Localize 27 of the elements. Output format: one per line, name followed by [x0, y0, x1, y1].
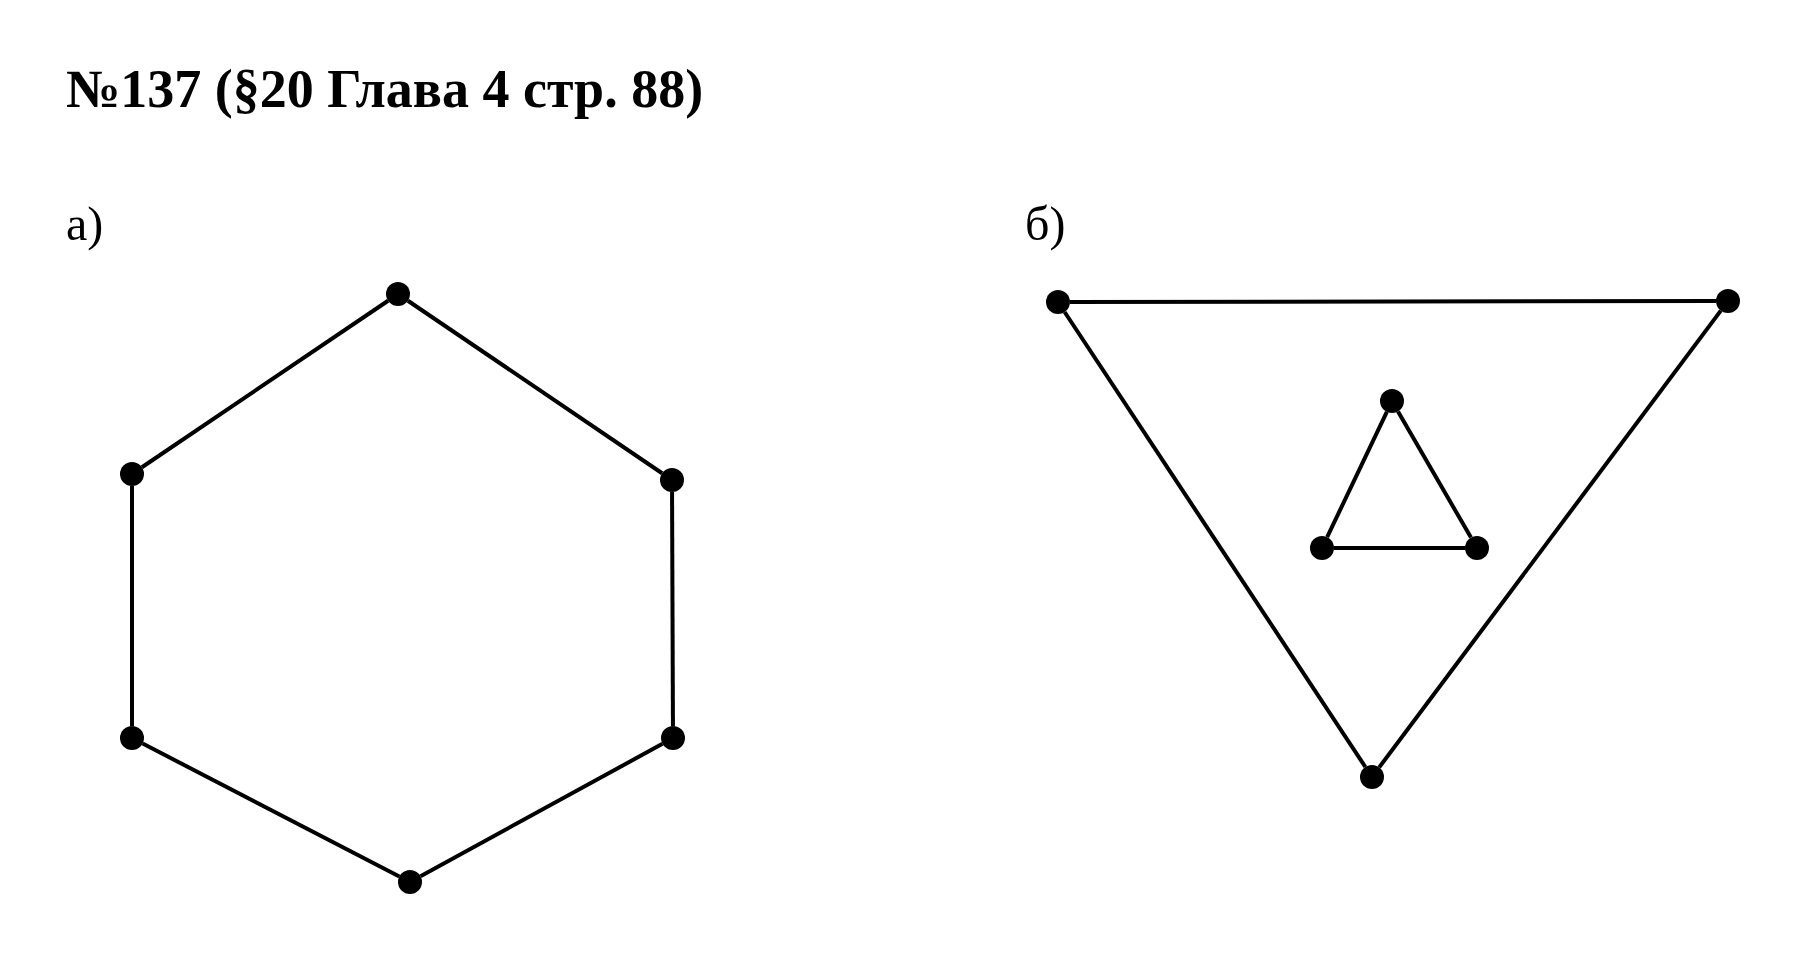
graph-edge [1070, 299, 1716, 304]
graph-vertex [1360, 765, 1384, 789]
graph-vertex [1716, 289, 1740, 313]
graph-edge [1062, 310, 1368, 769]
graph-edge [141, 741, 401, 879]
title: №137 (§20 Глава 4 стр. 88) [66, 58, 704, 120]
graph-vertex [1046, 290, 1070, 314]
graph-edge [406, 299, 664, 475]
graph-edge [1334, 546, 1465, 550]
graph-edge [130, 486, 134, 726]
panel-label: б) [1025, 196, 1066, 251]
graph-vertex [1380, 389, 1404, 413]
graph-vertex [660, 468, 684, 492]
graph-vertex [1310, 536, 1334, 560]
graph-vertex [398, 870, 422, 894]
graph-edge [140, 299, 390, 469]
graph-edge [670, 492, 675, 726]
graph-vertex [1465, 536, 1489, 560]
graph-edge [1325, 410, 1389, 539]
graph-vertex [661, 726, 685, 750]
graph-vertex [120, 462, 144, 486]
graph-edge [419, 742, 664, 878]
graph-vertex [386, 282, 410, 306]
graph-vertex [120, 726, 144, 750]
graph-edge [1377, 309, 1723, 769]
panel-label: а) [66, 196, 104, 251]
graph-edge [1396, 410, 1473, 539]
